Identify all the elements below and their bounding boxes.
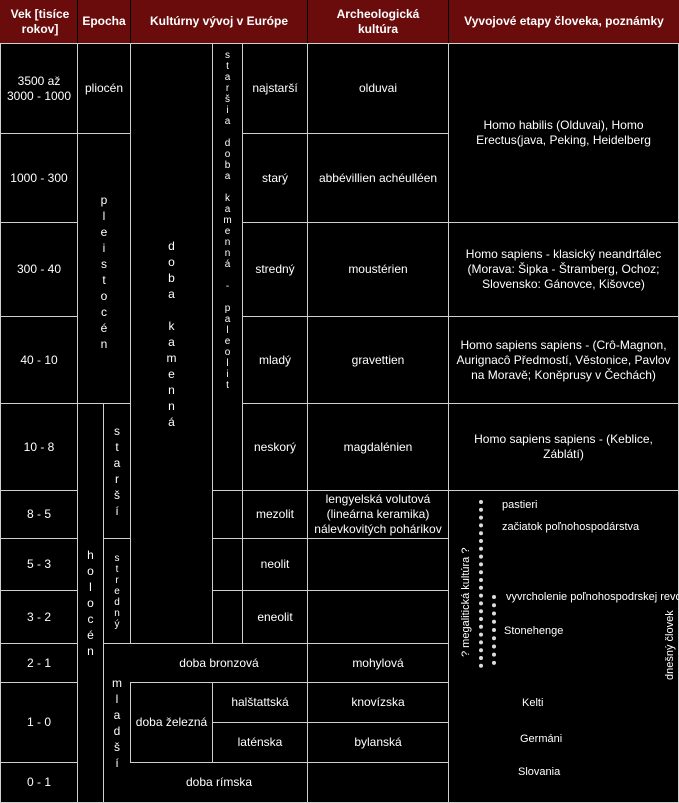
vek-cell: 3500 až 3000 - 1000 — [6, 73, 72, 103]
timeline-dotted-bar-2 — [492, 595, 496, 665]
culture-cell: mohylová — [352, 655, 404, 670]
note-pastieri: pastieri — [502, 499, 538, 511]
vek-cell: 3 - 2 — [26, 609, 51, 624]
timeline-dotted-bar — [479, 500, 483, 668]
stage-cell: doba rímska — [185, 775, 253, 789]
vek-cell: 300 - 40 — [16, 262, 62, 276]
stage-cell: najstarší — [252, 81, 298, 95]
header-etapy: Vyvojové etapy človeka, poznámky — [449, 0, 679, 43]
note-habilis: Homo habilis (Olduvai), Homo Erectus(jav… — [476, 118, 651, 147]
vek-cell: 1 - 0 — [26, 715, 51, 729]
vek-cell: 40 - 10 — [20, 352, 58, 367]
vek-cell: 10 - 8 — [23, 439, 55, 454]
header-epocha: Epocha — [78, 0, 130, 43]
vek-cell: 0 - 1 — [26, 775, 51, 789]
note-neandertal: Homo sapiens - klasický neandrtálec (Mor… — [465, 247, 662, 291]
note-keblice: Homo sapiens sapiens - (Keblice, Záblátí… — [474, 432, 653, 461]
note-kelti: Kelti — [522, 697, 544, 709]
header-vek: Vek [tisíce rokov] — [0, 0, 77, 43]
vek-cell: 2 - 1 — [26, 655, 51, 670]
stage-cell: stredný — [255, 262, 295, 276]
vek-cell: 1000 - 300 — [10, 170, 68, 185]
stage-cell: mladý — [258, 352, 291, 367]
stage-cell: doba bronzová — [179, 655, 259, 670]
stage-cell: neskorý — [253, 439, 297, 454]
culture-cell: moustérien — [348, 262, 408, 276]
note-germani: Germáni — [520, 733, 563, 745]
culture-cell: knovízska — [351, 695, 405, 709]
culture-cell: magdalénien — [343, 439, 413, 454]
culture-cell: lengyelská volutová (lineárna keramika) … — [314, 492, 442, 536]
culture-cell: olduvai — [358, 81, 398, 95]
culture-cell: bylanská — [354, 735, 402, 749]
stage-cell: neolit — [260, 557, 290, 571]
header-kultura: Kultúrny vývoj v Európe — [131, 0, 307, 43]
vek-cell: 5 - 3 — [26, 557, 51, 571]
note-slovania: Slovania — [518, 766, 561, 778]
note-stonehenge: Stonehenge — [504, 625, 564, 637]
header-archeologicka: Archeologická kultúra — [308, 0, 448, 43]
vek-cell: 8 - 5 — [26, 507, 51, 521]
epoch-pliocen: pliocén — [84, 81, 124, 95]
culture-cell: abbévillien achéulléen — [318, 170, 438, 185]
stage-cell: laténska — [237, 735, 283, 749]
stage-cell: eneolit — [257, 609, 293, 624]
note-vyvrcholenie: vyvrcholenie poľnohospodrskej revolúcie — [506, 591, 679, 603]
stage-cell: halštattská — [231, 695, 289, 709]
stage-group: doba železná — [135, 715, 208, 729]
stage-cell: mezolit — [255, 507, 294, 521]
stage-cell: starý — [261, 170, 288, 185]
culture-cell: gravettien — [351, 352, 405, 367]
note-megaliticka: ? megalitická kultúra ? — [460, 547, 472, 657]
note-cromagnon: Homo sapiens sapiens - (Crô-Magnon, Auri… — [456, 337, 671, 382]
note-zaciatok: začiatok poľnohospodárstva — [502, 521, 640, 533]
note-dnesny: dnešný človek — [664, 610, 676, 680]
